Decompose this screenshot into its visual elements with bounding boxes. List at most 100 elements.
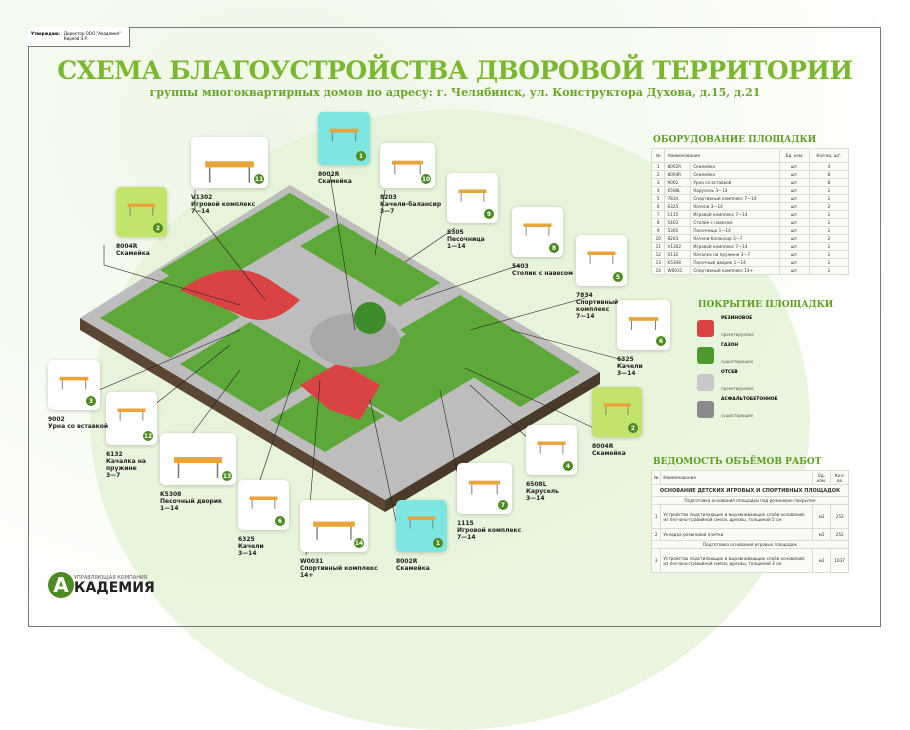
number-badge: 1 (356, 151, 366, 161)
equipment-card: 12 (106, 392, 157, 445)
canopy-table-icon (523, 223, 552, 236)
equipment-label: 8002R Скамейка (396, 558, 430, 572)
equipment-label: 5403 Столик с навесом (512, 263, 574, 277)
poster-frame (28, 27, 881, 627)
number-badge: 3 (86, 396, 96, 406)
trash-bin-icon (59, 376, 89, 390)
number-badge: 1 (433, 538, 443, 548)
equipment-label: W0031 Спортивный комплекс 14+ (300, 558, 378, 579)
equipment-card: 9 (447, 173, 498, 223)
sport-complex-icon (587, 251, 616, 264)
swatch (697, 319, 714, 337)
equipment-card: 8 (512, 207, 563, 257)
lawn (180, 322, 330, 412)
equipment-label: 8004R Скамейка (592, 443, 626, 457)
equipment-label: 7834 Спортивный комплекс 7—14 (576, 292, 619, 320)
swing-icon (249, 496, 278, 509)
works-title: ВЕДОМОСТЬ ОБЪЁМОВ РАБОТ (653, 457, 822, 467)
bench-icon (603, 403, 631, 416)
number-badge: 14 (354, 538, 364, 548)
number-badge: 2 (153, 223, 163, 233)
equipment-label: K5308 Песочный дворик 1—14 (160, 491, 223, 512)
soil-edge-left (80, 318, 385, 512)
number-badge: 13 (222, 471, 232, 481)
equipment-card: 11 (191, 137, 268, 188)
equipment-card: 7 (457, 463, 512, 514)
sandbox-icon (458, 189, 487, 202)
rubber-area (300, 362, 380, 420)
equipment-card: 10 (380, 143, 435, 188)
bench-icon (407, 516, 436, 529)
number-badge: 4 (563, 461, 573, 471)
equipment-card: 6 (238, 480, 289, 530)
lawn (100, 275, 240, 358)
equipment-label: 5305 Песочница 1—14 (447, 229, 485, 250)
seesaw-icon (391, 160, 424, 175)
number-badge: 10 (421, 174, 431, 184)
swing-icon (628, 317, 659, 331)
spring-rocker-icon (117, 408, 146, 421)
number-badge: 9 (484, 209, 494, 219)
equipment-label: 9002 Урна со вставкой (48, 416, 109, 430)
bench-icon (127, 203, 156, 216)
carousel-icon (537, 441, 566, 454)
equipment-card: 6 (617, 300, 670, 350)
page-title: СХЕМА БЛАГОУСТРОЙСТВА ДВОРОВОЙ ТЕРРИТОРИ… (57, 56, 853, 85)
swatch (697, 400, 714, 418)
equipment-card: 1 (318, 112, 370, 165)
equipment-card: 4 (526, 425, 577, 475)
playground-complex-icon (468, 480, 501, 495)
lawn (300, 223, 440, 306)
equipment-card: 1 (396, 500, 447, 552)
sandbox-icon (174, 457, 222, 478)
equipment-label: V1302 Игровой комплекс 7—14 (191, 194, 256, 215)
equipment-card: 14 (300, 500, 368, 552)
equipment-label: 6325 Качели 3—14 (617, 356, 643, 377)
site-plan (51, 174, 624, 556)
equipment-card: 2 (116, 187, 167, 237)
sport-complex-icon (313, 521, 355, 540)
number-badge: 5 (613, 272, 623, 282)
approval-stamp: Утверждаю:Директор ООО "Академия" Киреев… (28, 27, 130, 47)
lawn (400, 295, 580, 407)
equipment-card: 3 (48, 360, 100, 410)
number-badge: 2 (628, 423, 638, 433)
bench-icon (329, 128, 359, 142)
equipment-card: 13 (160, 433, 236, 485)
equipment-card: 5 (576, 235, 627, 286)
equipment-label: 8004R Скамейка (116, 243, 150, 257)
equipment-label: 6132 Качалка на пружине 3—7 (106, 451, 146, 479)
equipment-label: 6325 Качели 3—14 (238, 536, 264, 557)
equipment-title: ОБОРУДОВАНИЕ ПЛОЩАДКИ (653, 135, 817, 145)
number-badge: 8 (549, 243, 559, 253)
coverage-title: ПОКРЫТИЕ ПЛОЩАДКИ (698, 300, 834, 310)
equipment-label: 8203 Качели-балансир 3—7 (380, 194, 442, 215)
soil-edge-right (385, 372, 600, 512)
equipment-label: 8002R Скамейка (318, 171, 352, 185)
number-badge: 11 (254, 174, 264, 184)
lawn (160, 193, 330, 294)
number-badge: 6 (275, 516, 285, 526)
number-badge: 7 (498, 500, 508, 510)
swatch (697, 373, 714, 391)
equipment-label: 1115 Игровой комплекс 7—14 (457, 520, 522, 541)
